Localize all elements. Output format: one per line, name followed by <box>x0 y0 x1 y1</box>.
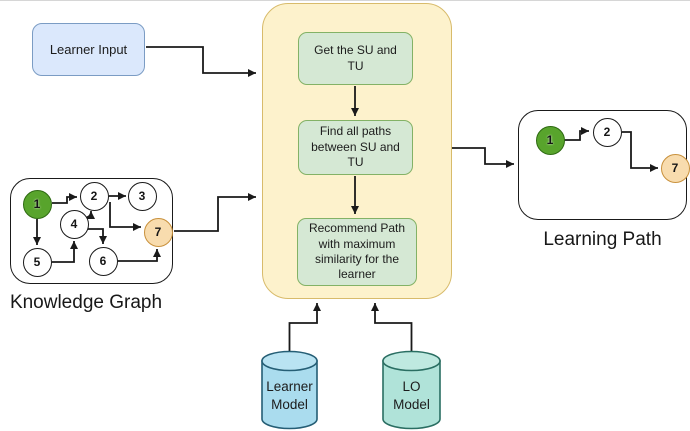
kg-node-1-label: 1 <box>33 197 41 211</box>
lp-node-1: 1 <box>535 125 565 155</box>
lo-model-label: LO Model <box>393 379 430 413</box>
step-find-paths: Find all paths between SU and TU <box>298 120 413 175</box>
step-find-paths-label: Find all paths between SU and TU <box>311 124 400 170</box>
kg-node-6-label: 6 <box>99 254 107 268</box>
learner-input-box: Learner Input <box>32 23 145 76</box>
lp-node-7: 7 <box>660 153 690 183</box>
kg-node-2-label: 2 <box>90 189 98 203</box>
lp-node-1-label: 1 <box>546 133 554 147</box>
step-recommend-path-label: Recommend Path with maximum similarity f… <box>308 221 406 282</box>
step-get-su-tu-label: Get the SU and TU <box>314 43 397 73</box>
kg-node-5-label: 5 <box>33 255 41 269</box>
kg-node-2: 2 <box>79 181 109 211</box>
lp-node-2: 2 <box>592 117 622 147</box>
learning-path-caption: Learning Path <box>543 229 662 250</box>
kg-node-3: 3 <box>127 181 157 211</box>
kg-node-3-label: 3 <box>138 189 146 203</box>
lp-node-2-label: 2 <box>603 125 611 139</box>
learner-model-label: Learner Model <box>266 379 313 413</box>
learner-input-label: Learner Input <box>49 42 128 57</box>
kg-node-4: 4 <box>59 209 89 239</box>
arrow-learner-input-to-process <box>146 46 256 77</box>
step-get-su-tu: Get the SU and TU <box>298 32 413 85</box>
kg-node-5: 5 <box>22 247 52 277</box>
kg-node-6: 6 <box>88 246 118 276</box>
step-recommend-path: Recommend Path with maximum similarity f… <box>297 218 417 286</box>
arrow-lo-model-to-process <box>371 303 413 351</box>
arrow-process-to-learning-path <box>452 147 514 168</box>
kg-node-7: 7 <box>143 217 173 247</box>
lp-node-7-label: 7 <box>671 161 679 175</box>
top-hairline <box>0 0 690 1</box>
kg-node-7-label: 7 <box>154 225 162 239</box>
kg-node-1: 1 <box>22 189 52 219</box>
arrow-learner-model-to-process <box>288 303 321 351</box>
knowledge-graph-caption: Knowledge Graph <box>9 292 163 313</box>
kg-node-4-label: 4 <box>70 217 78 231</box>
arrow-knowledge-graph-to-process <box>174 193 256 232</box>
